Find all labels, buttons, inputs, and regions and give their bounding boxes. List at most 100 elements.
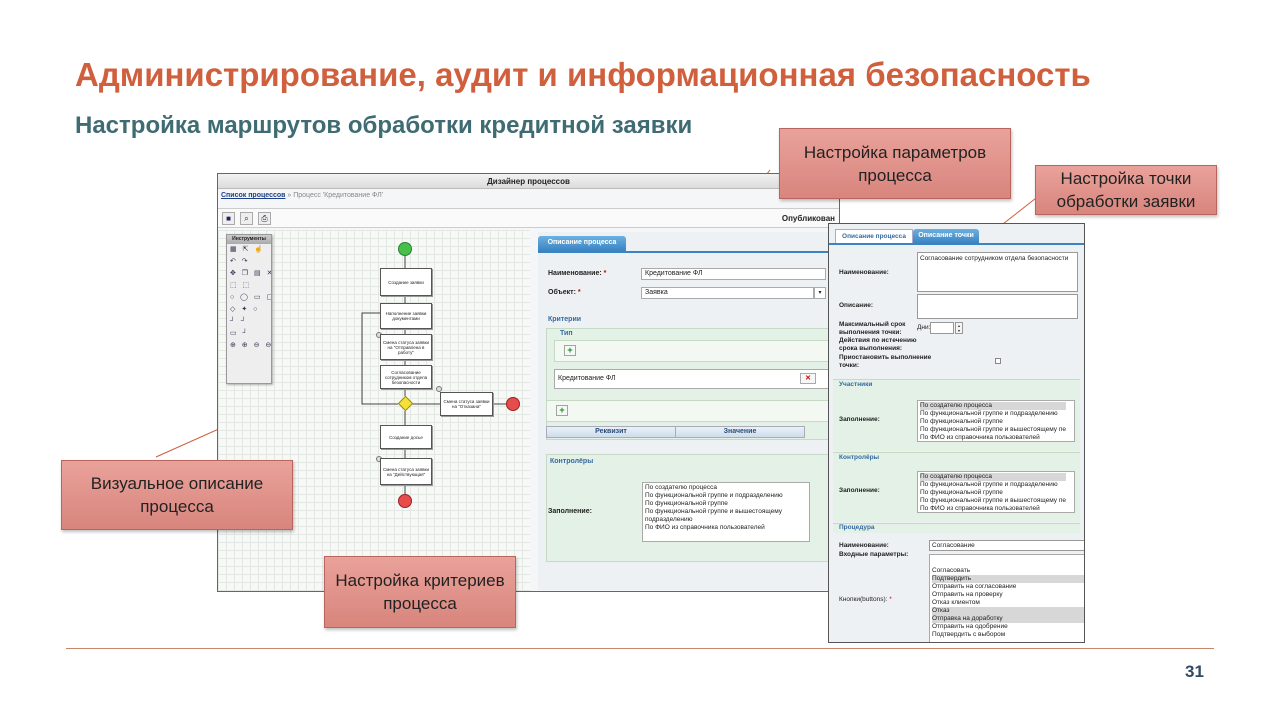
tab-process-description[interactable]: Описание процесса [835, 229, 913, 243]
tool-row-connectors[interactable]: ┘ ┘ [230, 318, 248, 325]
print-icon[interactable]: ⎙ [258, 212, 271, 225]
point-controllers-fill-listbox[interactable]: По создателю процесса По функциональной … [917, 471, 1075, 513]
list-item[interactable]: Отправить на проверку [932, 591, 1003, 598]
flow-task-fill-documents[interactable]: Наполнение заявки документами [380, 303, 432, 329]
tool-row-gateways[interactable]: ◇ ✦ ○ [230, 306, 260, 313]
object-label: Объект: * [548, 289, 581, 296]
point-name-label: Наименование: [839, 269, 889, 276]
add-requisite-button[interactable]: + [556, 405, 568, 416]
criteria-item[interactable]: Кредитование ФЛ [554, 369, 832, 389]
list-item[interactable]: По ФИО из справочника пользователей [920, 505, 1040, 512]
callout-process-criteria: Настройка критериев процесса [324, 556, 516, 628]
point-name-textarea[interactable]: Согласование сотрудником отдела безопасн… [917, 252, 1078, 292]
pause-point-checkbox[interactable] [995, 358, 1001, 364]
list-item[interactable]: По функциональной группе и подразделению [920, 410, 1058, 417]
list-item[interactable]: Отправка на доработку [932, 615, 1084, 623]
list-item[interactable]: Отправить на одобрение [932, 623, 1008, 630]
point-controllers-section-title: Контролёры [839, 454, 880, 461]
list-item[interactable]: По ФИО из справочника пользователей [920, 434, 1040, 441]
tool-row-misc[interactable]: ▭ ┘ [230, 330, 250, 337]
list-item[interactable]: По функциональной группе [920, 489, 1003, 496]
flow-task-status-active[interactable]: Смена статуса заявки на "Действующая" [380, 458, 432, 485]
flow-end-event[interactable] [398, 494, 412, 508]
tool-row-shapes[interactable]: ○ ◯ ▭ ▢ [230, 294, 271, 301]
tool-row-undo[interactable]: ↶ ↷ [230, 258, 250, 265]
flow-task-status-sent[interactable]: Смена статуса заявки на "Отправлена в ра… [380, 334, 432, 360]
flow-task-security-approval[interactable]: Согласование сотрудником отдела безопасн… [380, 365, 432, 389]
list-item[interactable]: По создателю процесса [920, 473, 1066, 481]
process-canvas[interactable]: Инструменты ▦ ⇱ ☝ ↶ ↷ ✥ ❐ ▤ ✕ ⬚ ⬚ ○ ◯ ▭ … [218, 230, 530, 591]
process-name-input[interactable]: Кредитование ФЛ [641, 268, 826, 280]
add-type-button[interactable]: + [564, 345, 576, 356]
buttons-listbox[interactable]: Согласовать Подтвердить Отправить на сог… [929, 554, 1084, 642]
list-item[interactable]: По функциональной группе и вышестоящему … [920, 426, 1066, 433]
grid-column-requisite[interactable]: Реквизит [546, 426, 676, 438]
days-input[interactable] [930, 322, 954, 334]
list-item[interactable]: По функциональной группе и вышестоящему … [920, 497, 1066, 504]
list-item[interactable]: Отказ [932, 607, 1084, 615]
list-item[interactable]: По функциональной группе и вышестоящему … [645, 508, 783, 523]
days-stepper[interactable]: ▴▾ [955, 322, 963, 334]
list-item[interactable]: Согласовать [932, 567, 971, 574]
slide-title: Администрирование, аудит и информационна… [75, 56, 1091, 93]
list-item[interactable]: Отказ клиентом [932, 599, 980, 606]
save-icon[interactable]: ■ [222, 212, 235, 225]
tool-row-edit[interactable]: ✥ ❐ ▤ ✕ [230, 270, 271, 277]
list-item[interactable]: По создателю процесса [645, 484, 717, 491]
tab-process-description[interactable]: Описание процесса [538, 236, 626, 251]
tools-panel: Инструменты ▦ ⇱ ☝ ↶ ↷ ✥ ❐ ▤ ✕ ⬚ ⬚ ○ ◯ ▭ … [226, 234, 272, 384]
tools-panel-header: Инструменты [227, 235, 271, 244]
list-item[interactable]: По функциональной группе [645, 500, 728, 507]
fill-label: Заполнение: [548, 508, 592, 515]
flow-connectors [361, 256, 506, 494]
pause-point-label: Приостановить выполнение точки: [839, 354, 932, 369]
procedure-name-label: Наименование: [839, 542, 889, 549]
type-subsection-title: Тип [560, 330, 573, 337]
max-term-label: Максимальный срок выполнения точки: [839, 321, 906, 336]
footer-divider [66, 648, 1214, 649]
list-item[interactable]: По функциональной группе и подразделению [645, 492, 783, 499]
controllers-fill-listbox[interactable]: По создателю процесса По функциональной … [642, 482, 810, 542]
object-select[interactable]: Заявка [641, 287, 814, 299]
tool-row-select[interactable]: ▦ ⇱ ☝ [230, 246, 266, 253]
callout-processing-point: Настройка точки обработки заявки [1035, 165, 1217, 215]
participants-fill-listbox[interactable]: По создателю процесса По функциональной … [917, 400, 1075, 442]
breadcrumb-current: » Процесс 'Кредитование ФЛ' [287, 192, 384, 199]
flow-end-event-rejected[interactable] [506, 397, 520, 411]
name-label: Наименование: * [548, 270, 607, 277]
process-properties-panel: Описание процесса Наименование: * Кредит… [538, 232, 838, 590]
procedure-section-title: Процедура [839, 524, 875, 531]
list-item[interactable]: По функциональной группе [920, 418, 1003, 425]
point-description-textarea[interactable] [917, 294, 1078, 319]
tool-row-zoom[interactable]: ⊕ ⊕ ⊖ ⊖ [230, 342, 271, 349]
tab-underline [829, 243, 1084, 245]
controllers-section-title: Контролёры [550, 458, 594, 465]
list-item[interactable]: Подтвердить [932, 575, 1084, 583]
list-item[interactable]: Подтвердить с выбором [932, 631, 1006, 638]
flow-task-create-dossier[interactable]: Создание досье [380, 425, 432, 449]
expire-actions-label: Действия по истечению срока выполнения: [839, 337, 917, 352]
grid-column-value[interactable]: Значение [675, 426, 805, 438]
input-params-label: Входные параметры: [839, 551, 909, 558]
delete-criteria-button[interactable]: ✕ [800, 373, 816, 384]
participants-section-title: Участники [839, 381, 873, 388]
callout-visual-description: Визуальное описание процесса [61, 460, 293, 530]
gear-icon [436, 386, 442, 392]
list-item[interactable]: По создателю процесса [920, 402, 1066, 410]
designer-window-title: Дизайнер процессов [218, 174, 839, 189]
flow-start-event[interactable] [398, 242, 412, 256]
flow-task-status-rejected[interactable]: Смена статуса заявки на "Отказана" [440, 392, 493, 416]
tab-point-description[interactable]: Описание точки [913, 229, 979, 243]
criteria-section-title: Критерии [548, 316, 582, 323]
tool-row-group[interactable]: ⬚ ⬚ [230, 282, 252, 289]
chevron-down-icon[interactable]: ▾ [814, 287, 826, 299]
list-item[interactable]: Отправить на согласование [932, 583, 1017, 590]
breadcrumb-process-list-link[interactable]: Список процессов [221, 192, 286, 199]
processing-point-screenshot: Описание процесса Описание точки Наимено… [828, 223, 1085, 643]
flow-task-create-request[interactable]: Создание заявки [380, 268, 432, 296]
list-item[interactable]: По функциональной группе и подразделению [920, 481, 1058, 488]
search-icon[interactable]: ⌕ [240, 212, 253, 225]
list-item[interactable]: По ФИО из справочника пользователей [645, 524, 765, 531]
procedure-name-input[interactable]: Согласование [929, 540, 1084, 551]
buttons-label: Кнопки(buttons): * [839, 596, 892, 603]
